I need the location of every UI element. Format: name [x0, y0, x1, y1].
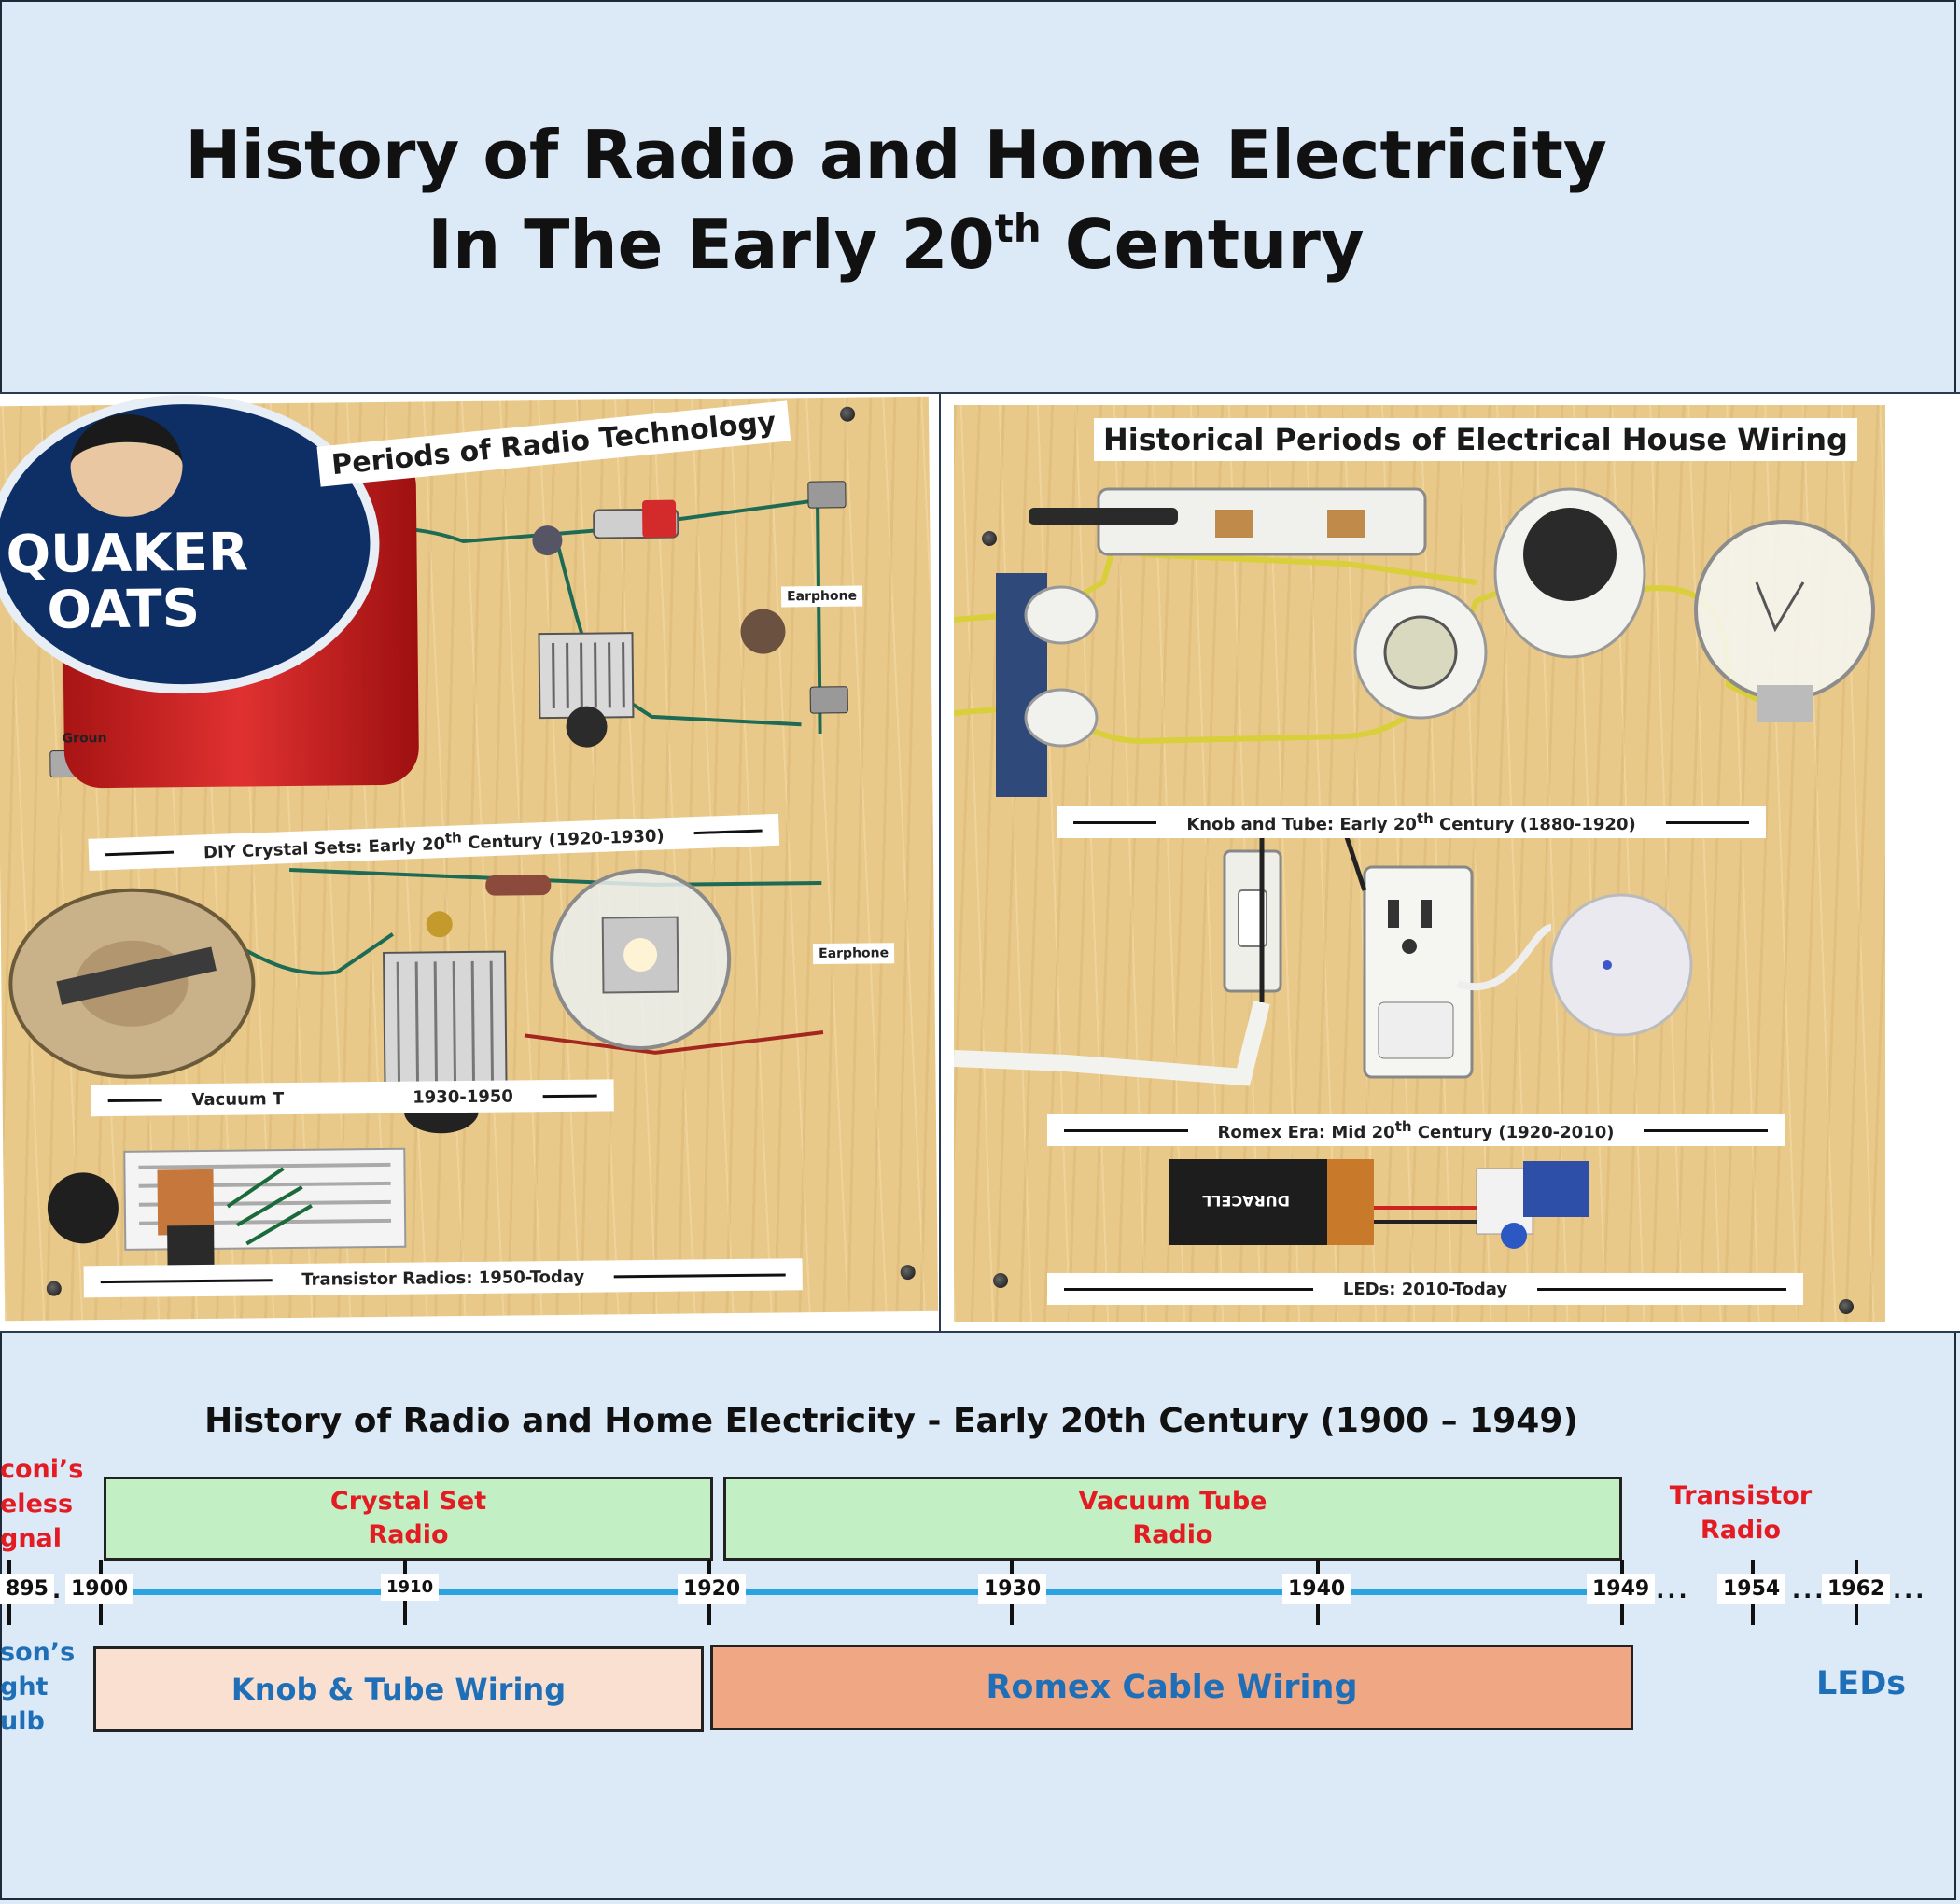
transistor-label-text: Transistor Radios: 1950-Today: [301, 1267, 585, 1290]
crystal-label-a: DIY Crystal Sets: Early 20: [203, 833, 446, 863]
can-brand-line-1: QUAKER: [6, 522, 249, 586]
crystal-label-sup: th: [444, 829, 463, 847]
edison-light-bulb-label: son’s ght ulb: [0, 1635, 75, 1739]
crystal-label-b: Century (1920-1930): [461, 826, 665, 854]
vacuum-tube-label: Vacuum T 1930-1950: [91, 1079, 614, 1117]
can-brand-line-2: OATS: [47, 578, 201, 641]
leds-era-label: LEDs: [1816, 1665, 1907, 1702]
year-1949: 1949: [1587, 1574, 1656, 1604]
label-rule: [107, 1098, 162, 1102]
year-1954: 1954: [1717, 1574, 1786, 1604]
label-rule: [1064, 1287, 1313, 1291]
romex-label-a: Romex Era: Mid 20: [1217, 1123, 1395, 1142]
romex-label-sup: th: [1394, 1118, 1412, 1135]
vacuum-label-a: Vacuum T: [191, 1088, 285, 1110]
transistor-line-2: Radio: [1700, 1516, 1782, 1545]
crystal-era-line-1: Crystal Set: [329, 1487, 487, 1516]
ground-label: Groun: [62, 731, 107, 747]
knob-label-text: Knob and Tube: Early 20th Century (1880-…: [1186, 810, 1635, 834]
vacuum-era-line-1: Vacuum Tube: [1078, 1487, 1267, 1516]
romex-era-label: Romex Era: Mid 20th Century (1920-2010): [1047, 1114, 1785, 1146]
wiring-board-heading: Historical Periods of Electrical House W…: [1094, 418, 1857, 461]
leds-label-text: LEDs: 2010-Today: [1342, 1279, 1508, 1299]
title-line-2-end: Century: [1041, 205, 1365, 284]
timeline-axis: [101, 1589, 1622, 1595]
label-rule: [1644, 1128, 1769, 1132]
label-rule: [1064, 1128, 1188, 1132]
leds-label: LEDs: 2010-Today: [1047, 1273, 1803, 1305]
crystal-era-line-2: Radio: [368, 1520, 449, 1549]
marconi-line-1: coni’s: [0, 1455, 84, 1484]
marconi-wireless-label: coni’s eless gnal: [0, 1452, 83, 1556]
label-rule: [1665, 820, 1750, 824]
label-rule: [542, 1094, 597, 1098]
earphone-label-mid: Earphone: [812, 943, 895, 965]
label-rule: [1073, 820, 1157, 824]
knob-label-sup: th: [1416, 810, 1434, 827]
edison-line-3: ulb: [0, 1707, 45, 1736]
year-1900: 1900: [65, 1574, 134, 1604]
house-wiring-board: Historical Periods of Electrical House W…: [954, 405, 1885, 1322]
romex-label-text: Romex Era: Mid 20th Century (1920-2010): [1218, 1118, 1615, 1142]
label-rule: [100, 1278, 273, 1283]
screw-icon: [46, 1281, 62, 1296]
edison-line-1: son’s: [0, 1638, 76, 1667]
screw-icon: [839, 406, 856, 422]
title-line-1: History of Radio and Home Electricity: [185, 116, 1607, 194]
year-1962: 1962: [1822, 1574, 1891, 1604]
year-1920: 1920: [678, 1574, 747, 1604]
title-line-2-text: In The Early 20: [427, 205, 995, 284]
label-rule: [1537, 1287, 1786, 1291]
year-1910: 1910: [381, 1574, 440, 1601]
vacuum-era-line-2: Radio: [1132, 1520, 1213, 1549]
title-line-2: In The Early 20th Century: [0, 200, 1792, 289]
photo-divider: [939, 394, 941, 1331]
knob-label-b: Century (1880-1920): [1433, 815, 1636, 834]
marconi-line-2: eless: [0, 1490, 74, 1519]
year-1895: 895: [0, 1574, 54, 1604]
wiring-components-illustration: [954, 487, 1875, 1249]
marconi-line-3: gnal: [0, 1524, 63, 1553]
transistor-line-1: Transistor: [1669, 1481, 1813, 1510]
label-rule: [105, 850, 175, 856]
knob-and-tube-wiring-era: Knob & Tube Wiring: [93, 1646, 704, 1732]
timeline-title: History of Radio and Home Electricity - …: [204, 1402, 1578, 1440]
knob-label-a: Knob and Tube: Early 20: [1186, 815, 1417, 834]
year-1930: 1930: [978, 1574, 1047, 1604]
radio-technology-board: QUAKER OATS Periods of Radio Technology …: [0, 392, 939, 1322]
knob-and-tube-label: Knob and Tube: Early 20th Century (1880-…: [1057, 806, 1766, 838]
page-title: History of Radio and Home Electricity In…: [0, 110, 1792, 289]
title-superscript: th: [994, 205, 1042, 251]
screw-icon: [900, 1264, 916, 1281]
axis-dots-2: ···: [1792, 1583, 1827, 1609]
transistor-radio-label: Transistor Radio: [1661, 1478, 1820, 1547]
screw-icon: [993, 1273, 1008, 1288]
photo-panel: QUAKER OATS Periods of Radio Technology …: [0, 392, 1960, 1333]
label-rule: [614, 1272, 786, 1278]
vacuum-label-b: 1930-1950: [413, 1085, 513, 1108]
battery-brand: DURACELL: [1202, 1192, 1291, 1210]
can-brand: QUAKER OATS: [6, 522, 249, 641]
axis-dots-left: ·: [52, 1583, 64, 1609]
earphone-label-top: Earphone: [780, 585, 863, 608]
screw-icon: [1839, 1299, 1854, 1314]
screw-icon: [982, 531, 997, 546]
romex-label-b: Century (1920-2010): [1411, 1123, 1615, 1142]
edison-line-2: ght: [0, 1673, 49, 1701]
label-rule: [693, 828, 763, 834]
radio-components-illustration: [8, 481, 848, 1282]
year-1940: 1940: [1282, 1574, 1351, 1604]
axis-dots-3: ···: [1893, 1583, 1927, 1609]
label-gap: [297, 1098, 399, 1099]
romex-cable-wiring-era: Romex Cable Wiring: [710, 1645, 1633, 1730]
